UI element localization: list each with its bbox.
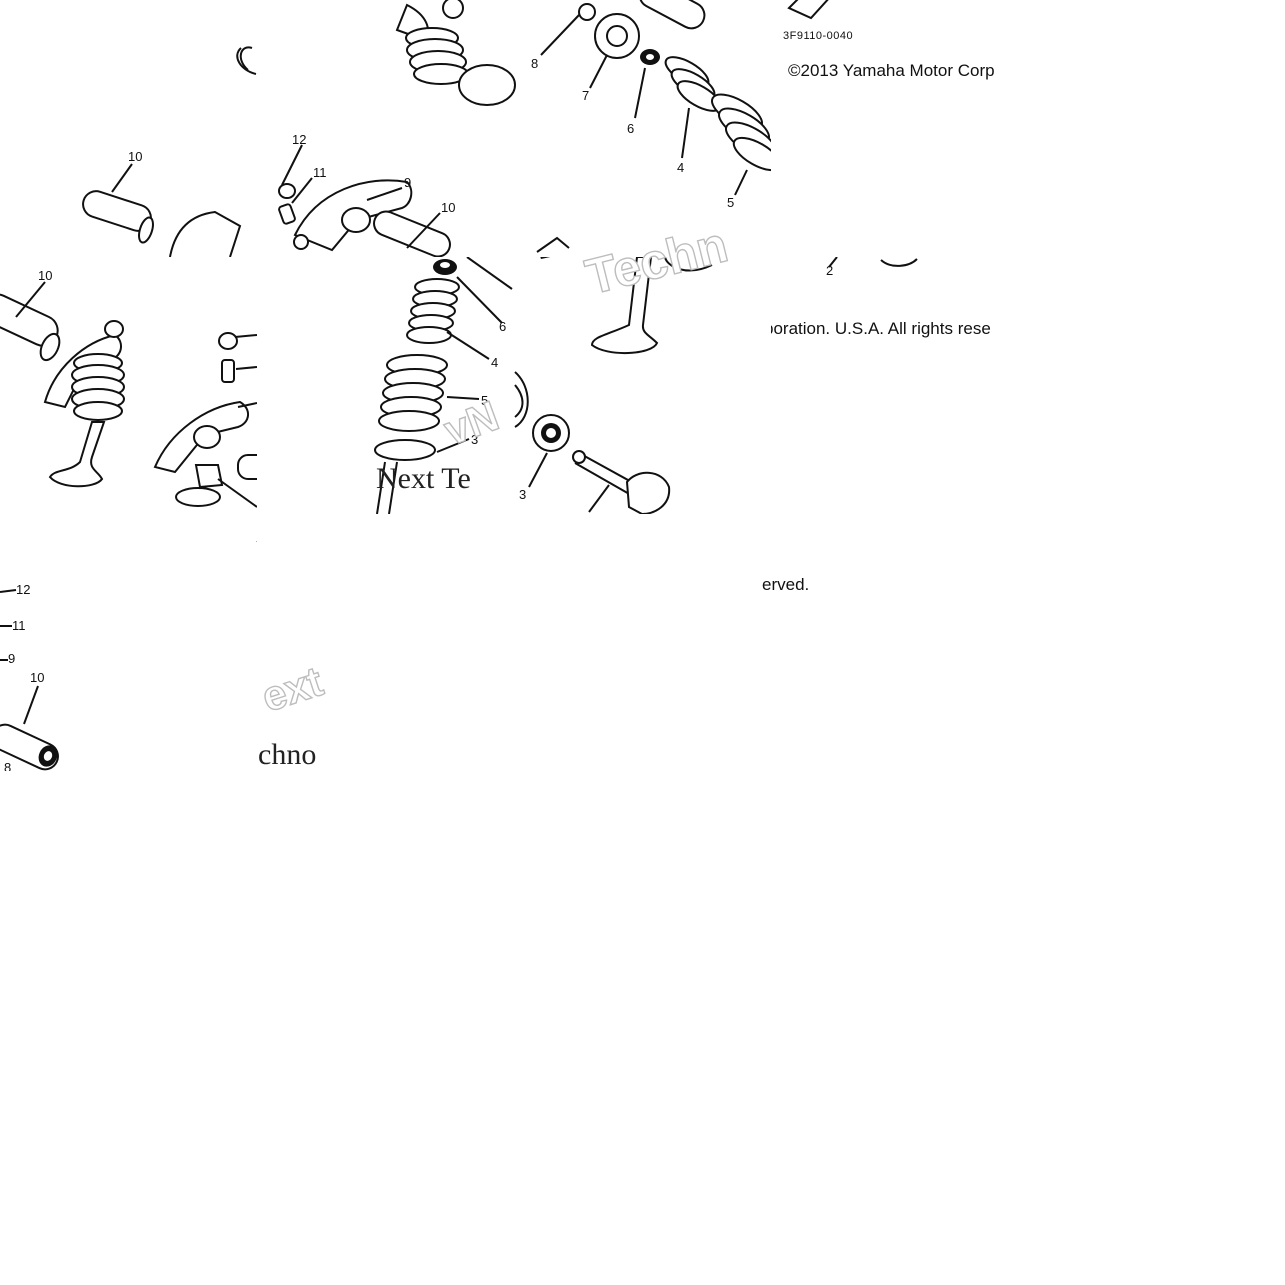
label-11: 11 <box>313 165 327 180</box>
inner-spring-right <box>406 278 460 344</box>
label-4: 4 <box>677 160 684 175</box>
label-4: 4 <box>491 355 498 370</box>
outer-spring-right <box>378 354 448 432</box>
rocker-arm-illustration: 10 <box>82 46 257 257</box>
watermark-chno: chno <box>258 738 317 771</box>
label-3: 3 <box>519 487 526 502</box>
label-3: 3 <box>471 432 478 447</box>
label-6: 6 <box>627 121 634 136</box>
fragment-illustration <box>828 257 918 268</box>
label-10: 10 <box>128 149 142 164</box>
label-2: 2 <box>826 263 834 278</box>
label-9: 9 <box>404 175 411 190</box>
retainer-top <box>433 259 457 275</box>
left-spring <box>71 353 125 421</box>
valve-assembly-illustration: 6 4 5 3 3 <box>374 257 713 514</box>
inner-spring <box>664 56 722 112</box>
retainer-washer <box>594 13 640 59</box>
label-10: 10 <box>441 200 455 215</box>
rocker-bottom-illustration: 12 11 9 10 8 <box>0 582 59 771</box>
label-12: 12 <box>16 582 30 597</box>
valve-seat-washer <box>532 414 570 452</box>
label-8: 8 <box>4 760 11 771</box>
diagram-tile-rocker-top-left: 10 <box>0 0 257 257</box>
diagram-tile-copyright-top: 3F9110-0040 ©2013 Yamaha Motor Corp <box>771 0 1028 257</box>
valve-seal <box>640 49 660 65</box>
label-8: 8 <box>531 56 538 71</box>
copyright-fragment: poration. U.S.A. All rights rese <box>771 319 991 338</box>
front-arrow-illustration <box>787 0 829 20</box>
label-7: 7 <box>582 88 589 103</box>
watermark-next-te: Next Te <box>376 462 471 495</box>
diagram-tile-rocker-left: 10 <box>0 257 257 514</box>
valve-right <box>572 450 671 514</box>
label-12: 12 <box>292 132 306 147</box>
second-rocker <box>153 332 257 507</box>
diagram-tile-valve-right: 6 4 5 3 3 <box>257 257 771 514</box>
watermark-ext: ext <box>255 657 329 722</box>
label-7: 7 <box>256 538 257 553</box>
label-5: 5 <box>481 393 488 408</box>
valve-spring-illustration: 8 7 6 4 5 12 11 9 10 <box>278 0 771 257</box>
spring-left <box>405 27 469 85</box>
outer-spring <box>711 93 771 172</box>
label-9: 9 <box>8 651 15 666</box>
diagram-tile-rocker-bottom: 12 11 9 10 8 7 <box>0 514 257 771</box>
label-10: 10 <box>38 268 52 283</box>
label-11: 11 <box>12 618 26 633</box>
part-code: 3F9110-0040 <box>783 30 854 42</box>
rocker-spring-illustration: 10 <box>0 268 257 508</box>
label-5: 5 <box>727 195 734 210</box>
copyright-line: ©2013 Yamaha Motor Corp <box>788 61 995 80</box>
label-6: 6 <box>499 319 506 334</box>
diagram-tile-copyright-mid: 2 poration. U.S.A. All rights rese <box>771 257 1028 514</box>
label-10: 10 <box>30 670 44 685</box>
rocker-arm-mid <box>278 179 451 257</box>
copyright-end: erved. <box>762 575 810 594</box>
diagram-tile-valve-top: 8 7 6 4 5 12 11 9 10 <box>257 0 771 257</box>
